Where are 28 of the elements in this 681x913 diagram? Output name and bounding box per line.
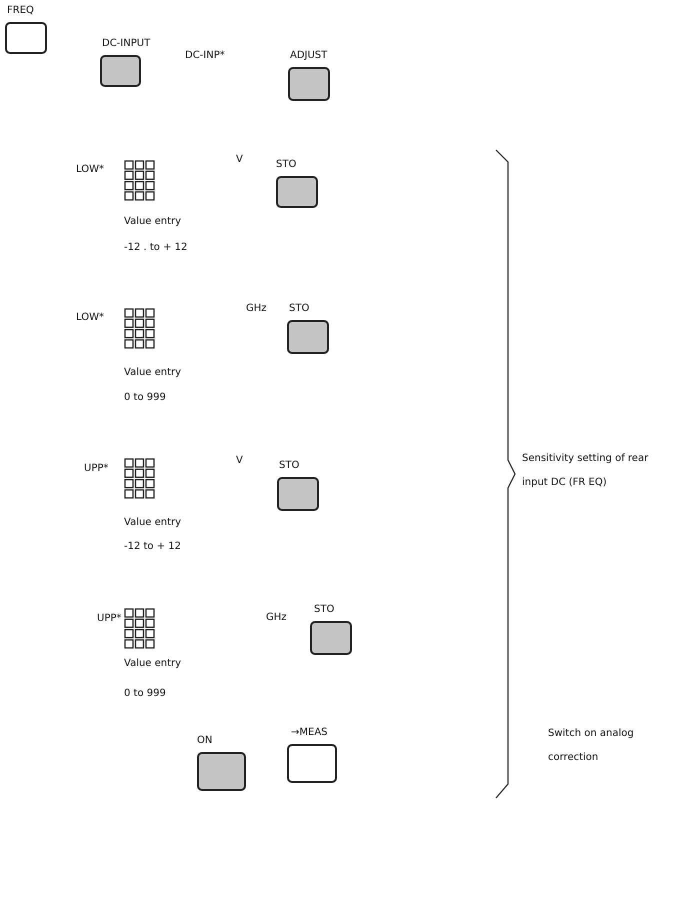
display-text: LOW* xyxy=(76,164,104,175)
key-label: FREQ xyxy=(6,5,35,16)
unit-label: V xyxy=(236,455,243,466)
note-text: Value entry xyxy=(124,517,182,528)
key-label: STO xyxy=(276,159,298,170)
key-label: DC-INPUT xyxy=(101,38,150,49)
display-text: UPP* xyxy=(97,613,122,624)
key-label: →MEAS xyxy=(290,727,329,738)
key-label: ADJUST xyxy=(289,50,328,61)
unit-label: V xyxy=(236,154,243,165)
range-text: 0 to 999 xyxy=(124,392,166,403)
note-text: Value entry xyxy=(124,658,182,669)
display-text: UPP* xyxy=(84,463,108,474)
note-text: Value entry xyxy=(124,216,182,227)
description-text: Sensitivity setting of rear input DC (FR EQ) xyxy=(522,452,650,490)
key-label: STO xyxy=(278,460,300,471)
unit-label: GHz xyxy=(246,303,267,314)
key-label: ON xyxy=(197,735,214,746)
display-text: LOW* xyxy=(76,312,104,323)
display-text: DC-INP* xyxy=(185,50,225,61)
key-label: STO xyxy=(313,604,336,615)
key-label: STO xyxy=(288,303,310,314)
range-text: -12 to + 12 xyxy=(124,541,182,552)
description-text: Switch on analog correction xyxy=(548,727,635,765)
note-text: Value entry xyxy=(124,367,182,378)
range-text: -12 . to + 12 xyxy=(124,242,188,253)
unit-label: GHz xyxy=(266,612,287,623)
range-text: 0 to 999 xyxy=(124,688,166,699)
